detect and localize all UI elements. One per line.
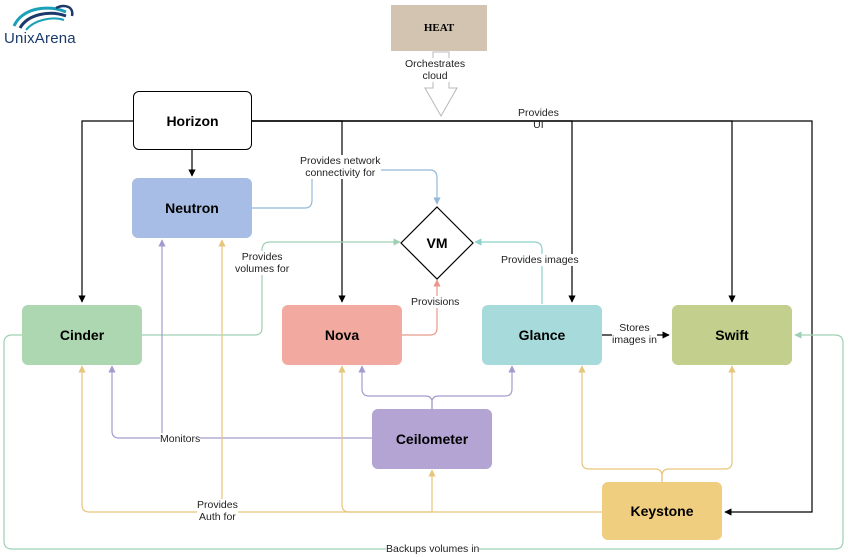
edge-horizon-cinder xyxy=(78,120,134,303)
edge-keystone-cinder xyxy=(78,365,602,513)
edge-nova-vm xyxy=(402,279,441,336)
edge-horizon-swift xyxy=(251,120,736,303)
edge-ceilometer-glance xyxy=(431,365,516,409)
edge-glance-vm xyxy=(474,238,543,304)
edge-horizon-glance xyxy=(251,120,576,303)
node-glance: Glance xyxy=(482,305,602,365)
vm-diamond xyxy=(400,206,474,280)
label-provisions: Provisions xyxy=(411,296,460,308)
brand-name: UnixArena xyxy=(4,30,76,47)
node-cinder: Cinder xyxy=(22,305,142,365)
label-orchestrates-cloud: Orchestrates cloud xyxy=(405,58,466,82)
edge-horizon-keystone xyxy=(251,120,813,516)
node-vm: VM xyxy=(426,235,448,251)
edge-keystone-nova xyxy=(338,365,432,513)
edge-keystone-swift xyxy=(661,365,736,484)
node-ceilometer: Ceilometer xyxy=(372,409,492,469)
edge-ceilometer-cinder xyxy=(108,365,372,439)
node-neutron: Neutron xyxy=(132,178,252,238)
node-nova: Nova xyxy=(282,305,402,365)
label-provides-network: Provides network connectivity for xyxy=(300,155,381,179)
node-keystone: Keystone xyxy=(602,482,722,540)
label-provides-images: Provides images xyxy=(501,254,579,266)
node-heat: HEAT xyxy=(391,5,487,51)
unixarena-logo-icon xyxy=(12,4,74,31)
edge-cinder-vm xyxy=(142,238,401,336)
label-backups-volumes: Backups volumes in xyxy=(386,543,480,555)
label-provides-ui: Provides UI xyxy=(518,107,559,131)
edge-keystone-glance xyxy=(578,365,663,484)
node-swift: Swift xyxy=(672,305,792,365)
label-provides-auth: Provides Auth for xyxy=(197,499,238,523)
node-horizon: Horizon xyxy=(133,91,252,150)
label-provides-volumes: Provides volumes for xyxy=(235,251,290,275)
label-stores-images: Stores images in xyxy=(612,322,657,346)
label-monitors: Monitors xyxy=(160,433,201,445)
edge-ceilometer-nova xyxy=(358,365,433,409)
